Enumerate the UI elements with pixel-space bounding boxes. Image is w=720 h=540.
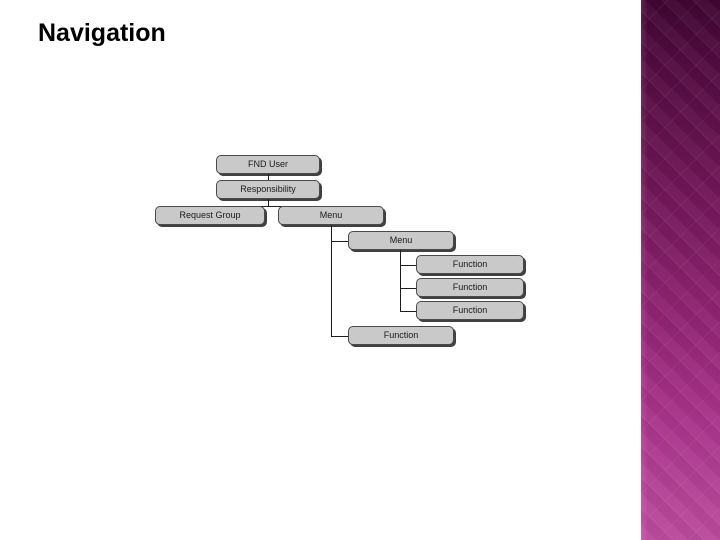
connector-to-function-3 xyxy=(400,311,417,312)
node-menu-sub[interactable]: Menu xyxy=(348,231,454,250)
connector-to-function-2 xyxy=(400,288,417,289)
page-title: Navigation xyxy=(38,19,166,47)
connector-fnduser-responsibility xyxy=(268,174,269,183)
connector-branch-bar-level2 xyxy=(209,206,331,207)
side-panel-pattern xyxy=(641,0,720,540)
connector-menu-trunk xyxy=(331,225,332,336)
node-menu-top[interactable]: Menu xyxy=(278,206,384,225)
node-responsibility[interactable]: Responsibility xyxy=(216,180,320,199)
connector-trunk-to-function-4 xyxy=(331,336,349,337)
decorative-side-panel xyxy=(641,0,720,540)
connector-trunk-to-menu-sub xyxy=(331,241,349,242)
connector-menu-sub-trunk xyxy=(400,250,401,312)
node-function-2[interactable]: Function xyxy=(416,278,524,297)
navigation-hierarchy-diagram: FND User Responsibility Request Group Me… xyxy=(155,155,524,345)
connector-responsibility-down xyxy=(268,199,269,206)
node-fnd-user[interactable]: FND User xyxy=(216,155,320,174)
node-function-4[interactable]: Function xyxy=(348,326,454,345)
side-panel-seam xyxy=(641,0,647,540)
node-request-group[interactable]: Request Group xyxy=(155,206,265,225)
node-function-3[interactable]: Function xyxy=(416,301,524,320)
node-function-1[interactable]: Function xyxy=(416,255,524,274)
connector-to-function-1 xyxy=(400,265,417,266)
